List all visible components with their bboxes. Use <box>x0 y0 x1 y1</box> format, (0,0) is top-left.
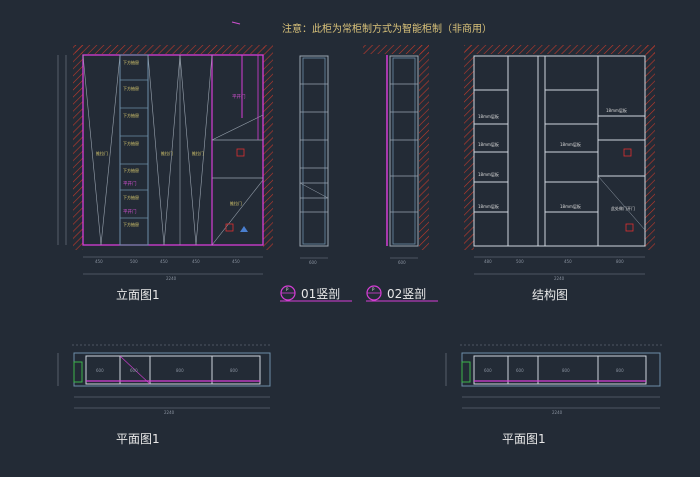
svg-text:800: 800 <box>616 259 624 264</box>
drawer-label: 下方抽屉 <box>123 85 139 91</box>
structure-right-hatch <box>645 45 655 250</box>
plan-cabinet <box>473 355 647 385</box>
svg-text:450: 450 <box>564 259 572 264</box>
section-02-inner <box>392 57 416 245</box>
structure-socket-2 <box>625 223 634 232</box>
structure-socket-1 <box>623 148 632 157</box>
svg-text:600: 600 <box>96 368 104 373</box>
structure-shelves <box>474 89 645 213</box>
svg-text:800: 800 <box>176 368 184 373</box>
section-01-frame <box>299 55 329 247</box>
width-dim-text: 500 <box>130 259 138 264</box>
svg-text:600: 600 <box>516 368 524 373</box>
elevation-title: 立面图1 <box>116 287 160 302</box>
svg-text:800: 800 <box>230 368 238 373</box>
structure-view: 18mm层板 18mm层板 18mm层板 18mm层板 18mm层板 18mm层… <box>464 45 655 281</box>
door-label: 推拉门 <box>230 200 242 206</box>
section-02-top-hatch <box>363 45 429 54</box>
section-01-title: P 01竖剖 <box>280 285 352 302</box>
drawer-column <box>119 54 149 246</box>
total-width-text: 2240 <box>166 276 177 281</box>
width-dim-text: 450 <box>192 259 200 264</box>
svg-text:500: 500 <box>516 259 524 264</box>
drawer-label: 下方抽屉 <box>123 221 139 227</box>
structure-top-hatch <box>465 45 655 54</box>
svg-text:02竖剖: 02竖剖 <box>387 287 426 301</box>
plan-title-left: 平面图1 <box>116 432 160 446</box>
width-dim-text: 450 <box>95 259 103 264</box>
shelf-label: 18mm层板 <box>478 113 499 119</box>
section-01-drawer-diag <box>299 182 329 199</box>
plan-view-left: 600 600 800 800 2240 <box>57 344 272 415</box>
width-dim-text: 450 <box>232 259 240 264</box>
section-marker-text: P <box>372 287 375 292</box>
door-label: 推拉门 <box>192 150 204 156</box>
light-marker <box>240 226 248 232</box>
svg-text:01竖剖: 01竖剖 <box>301 287 340 301</box>
section-02-view: 600 <box>363 45 429 265</box>
elevation-right-wall-hatch <box>263 45 273 250</box>
elevation-view: 下方抽屉 下方抽屉 下方抽屉 下方抽屉 下方抽屉 下方抽屉 下方抽屉 平开门 平… <box>57 45 273 281</box>
svg-text:800: 800 <box>616 368 624 373</box>
structure-title: 结构图 <box>532 287 568 302</box>
elevation-top-wall-hatch <box>75 45 265 54</box>
section-02-wall-hatch <box>419 45 429 250</box>
shelf-label: 18mm层板 <box>478 203 499 209</box>
section-01-shelves <box>300 83 328 213</box>
drawer-label: 下方抽屉 <box>123 59 139 65</box>
shelf-label: 18mm层板 <box>478 171 499 177</box>
plan-view-right: 600 600 800 800 2240 <box>445 344 662 415</box>
section-02-frame <box>389 55 419 247</box>
shelf-label: 18mm层板 <box>478 141 499 147</box>
svg-text:2240: 2240 <box>552 410 563 415</box>
section-02-shelves <box>390 83 418 213</box>
shelf-label: 18mm层板 <box>606 107 627 113</box>
note-tick <box>231 21 241 25</box>
plan-green-marker <box>73 361 83 383</box>
shelf-label: 18mm层板 <box>560 203 581 209</box>
svg-text:800: 800 <box>562 368 570 373</box>
svg-text:600: 600 <box>484 368 492 373</box>
svg-text:600: 600 <box>130 368 138 373</box>
plan-title-right: 平面图1 <box>502 432 546 446</box>
shelf-label: 18mm层板 <box>560 141 581 147</box>
section-01-inner <box>302 57 326 245</box>
socket-marker-1 <box>236 148 245 157</box>
door-label: 推拉门 <box>161 150 173 156</box>
plan-cabinet <box>85 355 261 385</box>
depth-dim-text: 600 <box>398 260 406 265</box>
plan-dividers <box>507 356 599 384</box>
width-dim-text: 450 <box>160 259 168 264</box>
structure-verticals <box>507 56 599 246</box>
structure-left-hatch <box>464 45 474 250</box>
svg-text:480: 480 <box>484 259 492 264</box>
door-label: 推拉门 <box>96 150 108 156</box>
drawer-label: 下方抽屉 <box>123 140 139 146</box>
plan-dividers <box>119 356 213 384</box>
structure-frame <box>473 55 646 247</box>
elevation-left-wall-hatch <box>73 45 83 250</box>
plan-green-marker <box>461 361 471 383</box>
structure-door-diag <box>597 175 646 231</box>
drawer-label: 下方抽屉 <box>123 194 139 200</box>
svg-text:2240: 2240 <box>164 410 175 415</box>
magenta-label: 平开门 <box>232 93 246 100</box>
section-marker-text: P <box>286 287 289 292</box>
drawer-label: 下方抽屉 <box>123 167 139 173</box>
depth-dim-text: 600 <box>309 260 317 265</box>
magenta-label: 平开门 <box>123 208 137 215</box>
drawer-separators <box>120 79 148 219</box>
elevation-outer-frame <box>82 54 264 246</box>
section-02-title: P 02竖剖 <box>366 285 438 302</box>
section-01-view: 600 <box>299 55 329 265</box>
svg-text:2240: 2240 <box>554 276 565 281</box>
socket-marker-2 <box>225 223 234 232</box>
drawer-label: 下方抽屉 <box>123 112 139 118</box>
magenta-label: 平开门 <box>123 180 137 187</box>
door-note: 此处做门开门 <box>611 205 635 211</box>
door-swing-lines <box>82 54 264 246</box>
top-note: 注意：此柜为常柜制方式为智能柜制（非商用） <box>282 22 492 35</box>
